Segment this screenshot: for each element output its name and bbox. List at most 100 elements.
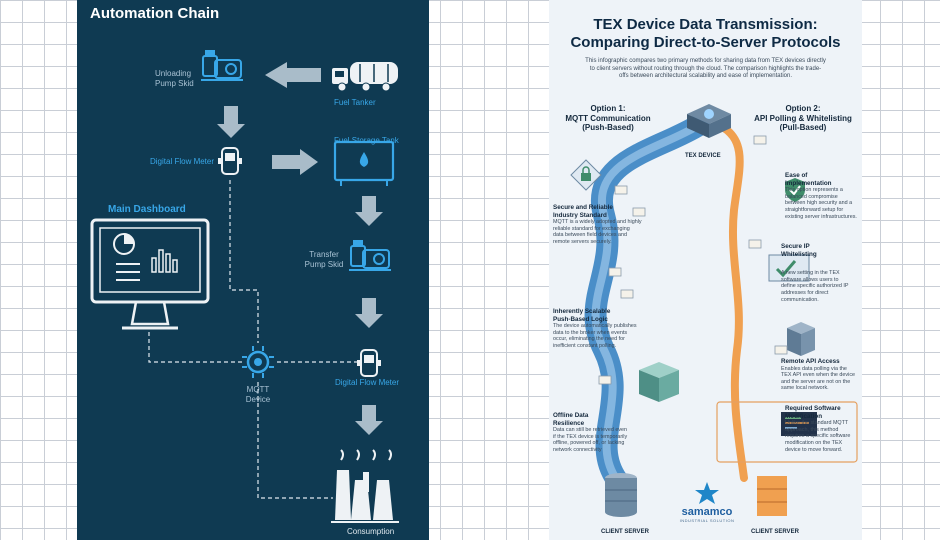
mqtt-device-icon bbox=[242, 346, 274, 378]
option1-line3: (Push-Based) bbox=[582, 123, 634, 132]
item-text-line: device to move forward. bbox=[785, 446, 843, 453]
mqtt-benefit-2: Inherently Scalable Push-Based Logic The… bbox=[553, 308, 649, 350]
intro-text: This infographic compares two primary me… bbox=[563, 58, 848, 81]
arrow-tanker-to-unloading bbox=[265, 62, 321, 88]
item-text-line: existing server infrastructures. bbox=[785, 213, 857, 220]
requirement-box bbox=[716, 401, 858, 463]
title-line1: TEX Device Data Transmission: bbox=[593, 16, 818, 33]
dashboard-monitor-icon bbox=[90, 218, 210, 330]
benefit-text-line: occur, eliminating the need for bbox=[553, 336, 625, 343]
benefit-text-line: data to the broker when events bbox=[553, 329, 628, 336]
item-text-line: A new setting in the TEX bbox=[781, 270, 840, 277]
option2-line3: (Pull-Based) bbox=[779, 123, 827, 132]
fuel-tanker-icon bbox=[332, 62, 398, 92]
mqtt-benefit-3: Offline Data Resilience Data can still b… bbox=[553, 412, 649, 454]
api-item-4: Required Software Modification Unlike th… bbox=[785, 405, 857, 453]
fuel-tanker-label: Fuel Tanker bbox=[334, 98, 376, 107]
unloading-label-line1: Unloading bbox=[155, 69, 192, 78]
item-text-line: and the server are not on the bbox=[781, 378, 851, 385]
benefit-text-line: reliable standard for exchanging bbox=[553, 225, 630, 232]
automation-chain-graphics bbox=[90, 50, 399, 523]
arrow-meter-to-storage bbox=[272, 149, 318, 175]
item-text-line: same local network. bbox=[781, 385, 829, 392]
item-text-line: Enables data polling via the bbox=[781, 365, 847, 372]
logo-tagline: INDUSTRIAL SOLUTION bbox=[679, 518, 735, 523]
item-title-line: Required Software bbox=[785, 405, 841, 412]
benefit-text-line: network connectivity bbox=[553, 446, 602, 453]
digital-flow-meter-1-label: Digital Flow Meter bbox=[150, 157, 215, 166]
benefit-text-line: remote servers securely. bbox=[553, 238, 612, 245]
item-text: Enables data polling via the TEX API eve… bbox=[781, 366, 861, 392]
benefit-text-line: Data can still be retrieved even bbox=[553, 427, 628, 434]
flow-meter-icon bbox=[218, 147, 242, 175]
item-text-line: define specific authorized IP bbox=[781, 283, 849, 290]
item-title: Remote API Access bbox=[781, 358, 861, 366]
benefit-text-line: if the TEX device is temporarily bbox=[553, 433, 628, 440]
option1-heading: Option 1: MQTT Communication (Push-Based… bbox=[555, 104, 661, 133]
item-text-line: modification on the TEX bbox=[785, 439, 843, 446]
client-server-right-icon bbox=[757, 476, 787, 516]
intro-line2: to client servers without routing throug… bbox=[589, 65, 822, 72]
transfer-pump-skid-label: Transfer Pump Skid bbox=[299, 250, 349, 270]
storage-tank-icon bbox=[333, 140, 395, 186]
api-item-2: Secure IP Whitelisting A new setting in … bbox=[781, 243, 859, 303]
envelope-icons bbox=[598, 135, 788, 385]
item-title-line: Secure IP bbox=[781, 243, 810, 250]
item-text-line: TEX API even when the device bbox=[781, 372, 856, 379]
benefit-text: The device automatically publishes data … bbox=[553, 323, 649, 349]
benefit-text: Data can still be retrieved even if the … bbox=[553, 427, 649, 453]
item-text: Unlike the standard MQTT approach, this … bbox=[785, 420, 857, 453]
item-text-line: requires a specific software bbox=[785, 433, 851, 440]
benefit-text: MQTT is a widely adopted and highly reli… bbox=[553, 219, 649, 245]
api-item-3: Remote API Access Enables data polling v… bbox=[781, 358, 861, 392]
lock-shield-icon bbox=[570, 159, 602, 191]
automation-chain-panel: Automation Chain Unloading Pump Skid Fue… bbox=[77, 0, 429, 540]
benefit-title-line: Industry Standard bbox=[553, 211, 607, 219]
transfer-label-line1: Transfer bbox=[309, 250, 339, 259]
arrow-meter2-to-consumption bbox=[355, 405, 383, 435]
company-logo: samamco INDUSTRIAL SOLUTION bbox=[677, 506, 737, 523]
benefit-title: Secure and Reliable Industry Standard bbox=[553, 204, 649, 219]
infographic-title: TEX Device Data Transmission: Comparing … bbox=[549, 16, 862, 52]
benefit-text-line: The device automatically publishes bbox=[553, 323, 637, 330]
whitelist-screen-icon bbox=[768, 254, 810, 282]
item-text-line: straightforward setup for bbox=[785, 206, 844, 213]
arrow-unloading-to-meter bbox=[217, 106, 245, 138]
code-monitor-icon bbox=[781, 412, 817, 436]
mqtt-label-line2: Device bbox=[245, 395, 271, 404]
benefit-title: Inherently Scalable Push-Based Logic bbox=[553, 308, 649, 323]
api-item-1: Ease of Implementation This option repre… bbox=[755, 172, 857, 220]
mqtt-label-line1: MQTT bbox=[246, 385, 270, 394]
item-title-line: Ease of bbox=[785, 172, 808, 179]
benefit-title: Offline Data Resilience bbox=[553, 412, 649, 427]
tex-device-label: TEX DEVICE bbox=[685, 153, 721, 159]
item-text-line: addresses for direct bbox=[781, 289, 829, 296]
api-path bbox=[715, 121, 748, 482]
client-server-left-icon bbox=[605, 473, 637, 517]
unloading-label-line2: Pump Skid bbox=[155, 79, 194, 88]
benefit-title-line: Secure and Reliable bbox=[553, 204, 613, 211]
benefit-text-line: MQTT is a widely adopted and highly bbox=[553, 219, 642, 226]
intro-line1: This infographic compares two primary me… bbox=[585, 58, 826, 64]
benefit-title-line: Push-Based Logic bbox=[553, 315, 608, 323]
digital-flow-meter-2-label: Digital Flow Meter bbox=[335, 378, 400, 387]
tex-infographic-panel: TEX Device Data Transmission: Comparing … bbox=[549, 0, 862, 540]
item-title-line: Modification bbox=[785, 412, 823, 420]
benefit-text-line: inefficient constant polling. bbox=[553, 342, 617, 349]
logo-wordmark: samamco bbox=[681, 506, 733, 518]
item-text-line: This option represents a bbox=[785, 187, 843, 194]
benefit-title-line: Inherently Scalable bbox=[553, 308, 611, 315]
tex-device-icon bbox=[687, 104, 731, 138]
item-text-line: software allows users to bbox=[781, 276, 839, 283]
option2-line2: API Polling & Whitelisting bbox=[754, 113, 852, 123]
item-title: Secure IP Whitelisting bbox=[781, 243, 859, 258]
server-rack-icon bbox=[787, 322, 815, 356]
consumption-label: Consumption bbox=[347, 527, 395, 536]
flow-arrows bbox=[217, 62, 383, 435]
item-text-line: approach, this method bbox=[785, 426, 839, 433]
panel-title: Automation Chain bbox=[90, 5, 220, 22]
item-text-line: Unlike the standard MQTT bbox=[785, 420, 849, 427]
benefit-text-line: offline, powered off, or lacking bbox=[553, 440, 625, 447]
item-text: A new setting in the TEX software allows… bbox=[781, 270, 859, 303]
mqtt-device-label: MQTT Device bbox=[239, 385, 277, 405]
